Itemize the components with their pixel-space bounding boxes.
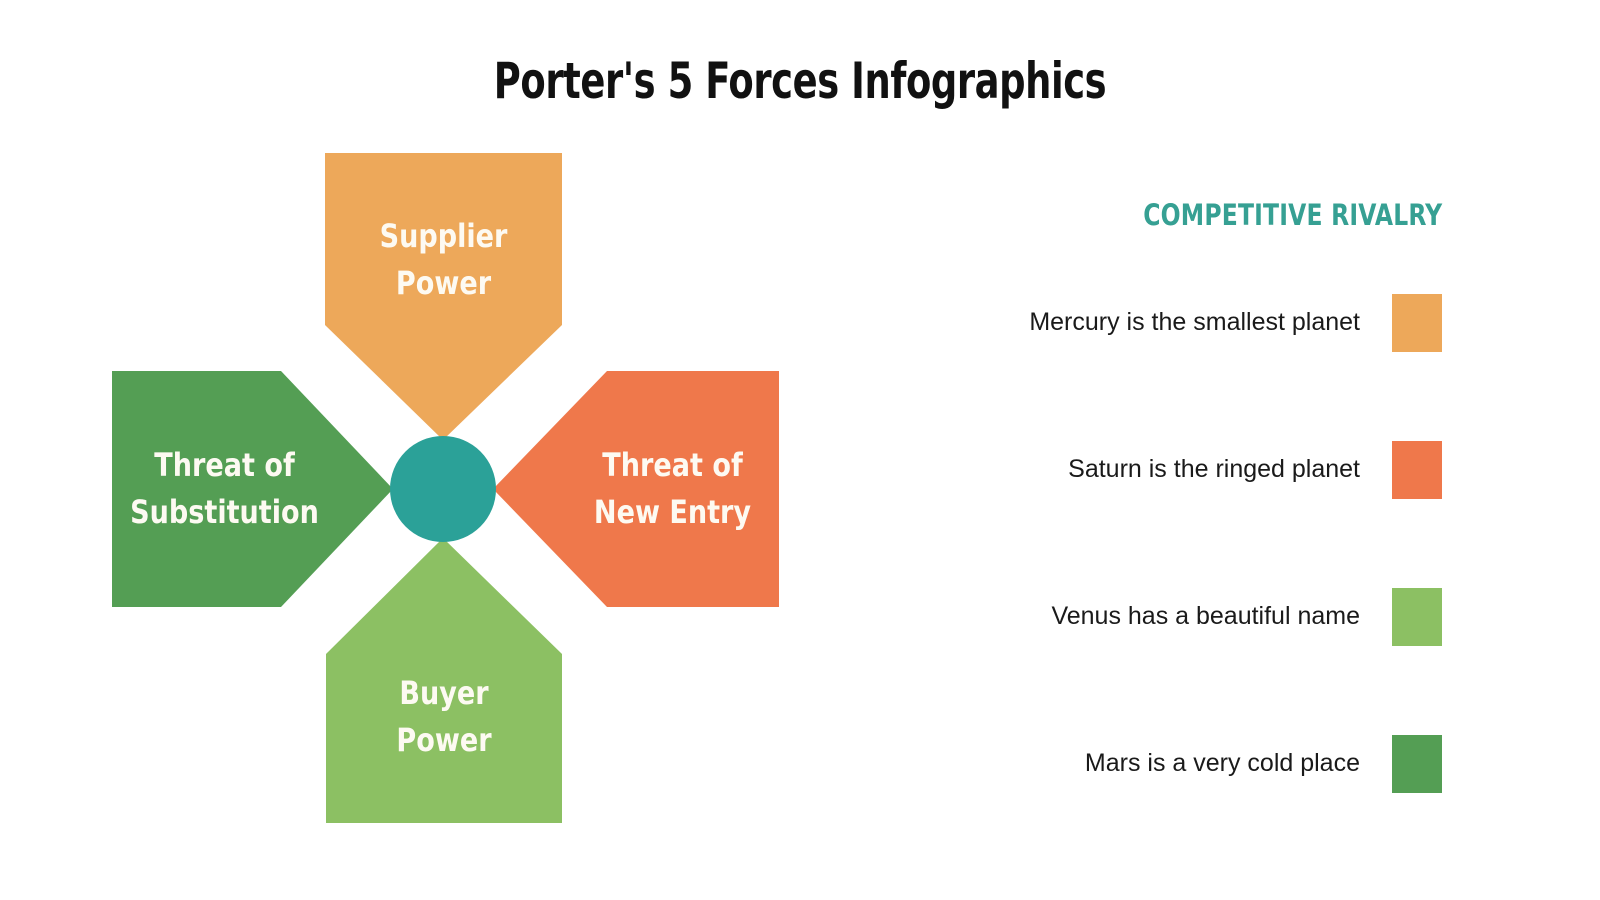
porters-five-forces-diagram: Supplier Power Threat of Substitution Th… (112, 153, 779, 823)
legend-item-label: Mars is a very cold place (1084, 749, 1360, 777)
center-hub-circle[interactable] (390, 436, 496, 542)
legend-color-swatch (1392, 734, 1442, 793)
legend-row-list: Mercury is the smallest planet Saturn is… (940, 249, 1460, 837)
legend-heading: COMPETITIVE RIVALRY (1142, 198, 1442, 232)
legend-item-label: Venus has a beautiful name (1051, 602, 1360, 630)
force-shape-threat-of-substitution[interactable] (112, 371, 393, 607)
legend-item-venus[interactable]: Venus has a beautiful name (940, 543, 1460, 690)
force-shape-threat-of-new-entry[interactable] (493, 371, 779, 607)
legend-item-label: Saturn is the ringed planet (1068, 455, 1360, 483)
force-shape-buyer-power[interactable] (326, 538, 562, 823)
legend-color-swatch (1392, 587, 1442, 646)
legend-color-swatch (1392, 440, 1442, 499)
legend-item-mars[interactable]: Mars is a very cold place (940, 690, 1460, 837)
legend-item-label: Mercury is the smallest planet (1029, 308, 1360, 336)
legend-item-mercury[interactable]: Mercury is the smallest planet (940, 249, 1460, 396)
legend-item-saturn[interactable]: Saturn is the ringed planet (940, 396, 1460, 543)
page-title: Porter's 5 Forces Infographics (493, 52, 1107, 110)
force-shape-supplier-power[interactable] (325, 153, 562, 440)
competitive-rivalry-legend: COMPETITIVE RIVALRY Mercury is the small… (940, 180, 1460, 820)
legend-color-swatch (1392, 293, 1442, 352)
